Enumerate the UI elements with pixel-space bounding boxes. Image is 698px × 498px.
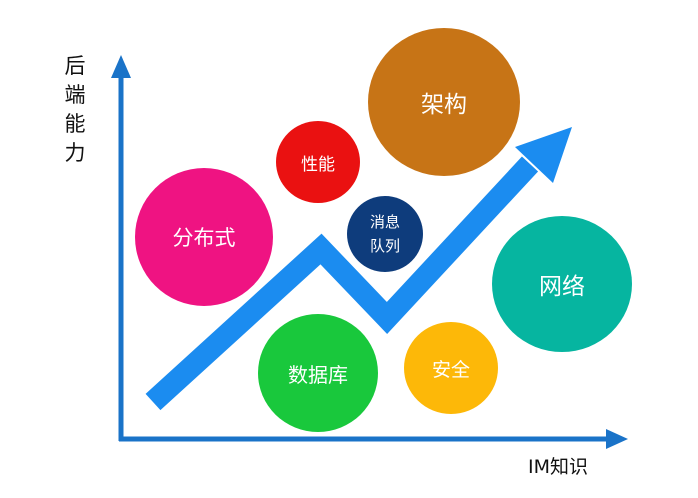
bubble-performance: 性能 [276,121,360,203]
bubble-message-queue: 消息 队列 [347,196,423,272]
bubble-label: 分布式 [172,226,236,250]
bubble-architecture: 架构 [368,28,520,176]
bubble-label: 架构 [421,92,467,118]
x-axis-label: IM知识 [528,456,588,478]
bubble-label: 网络 [539,274,585,300]
x-axis-arrow-head [606,429,628,449]
bubble-network: 网络 [492,216,632,352]
y-axis-arrow-head [111,55,131,78]
trend-arrow-shaft [145,156,539,411]
bubble-database: 数据库 [258,314,378,432]
bubble-label: 安全 [431,358,470,381]
trend-arrow-head [515,127,572,183]
bubble-label: 性能 [301,154,335,175]
bubble-label: 数据库 [288,362,348,387]
bubble-label: 消息 队列 [369,213,400,255]
bubble-distributed: 分布式 [135,168,273,306]
bubble-security: 安全 [404,322,498,414]
y-axis-label: 后 端 能 力 [64,54,86,165]
